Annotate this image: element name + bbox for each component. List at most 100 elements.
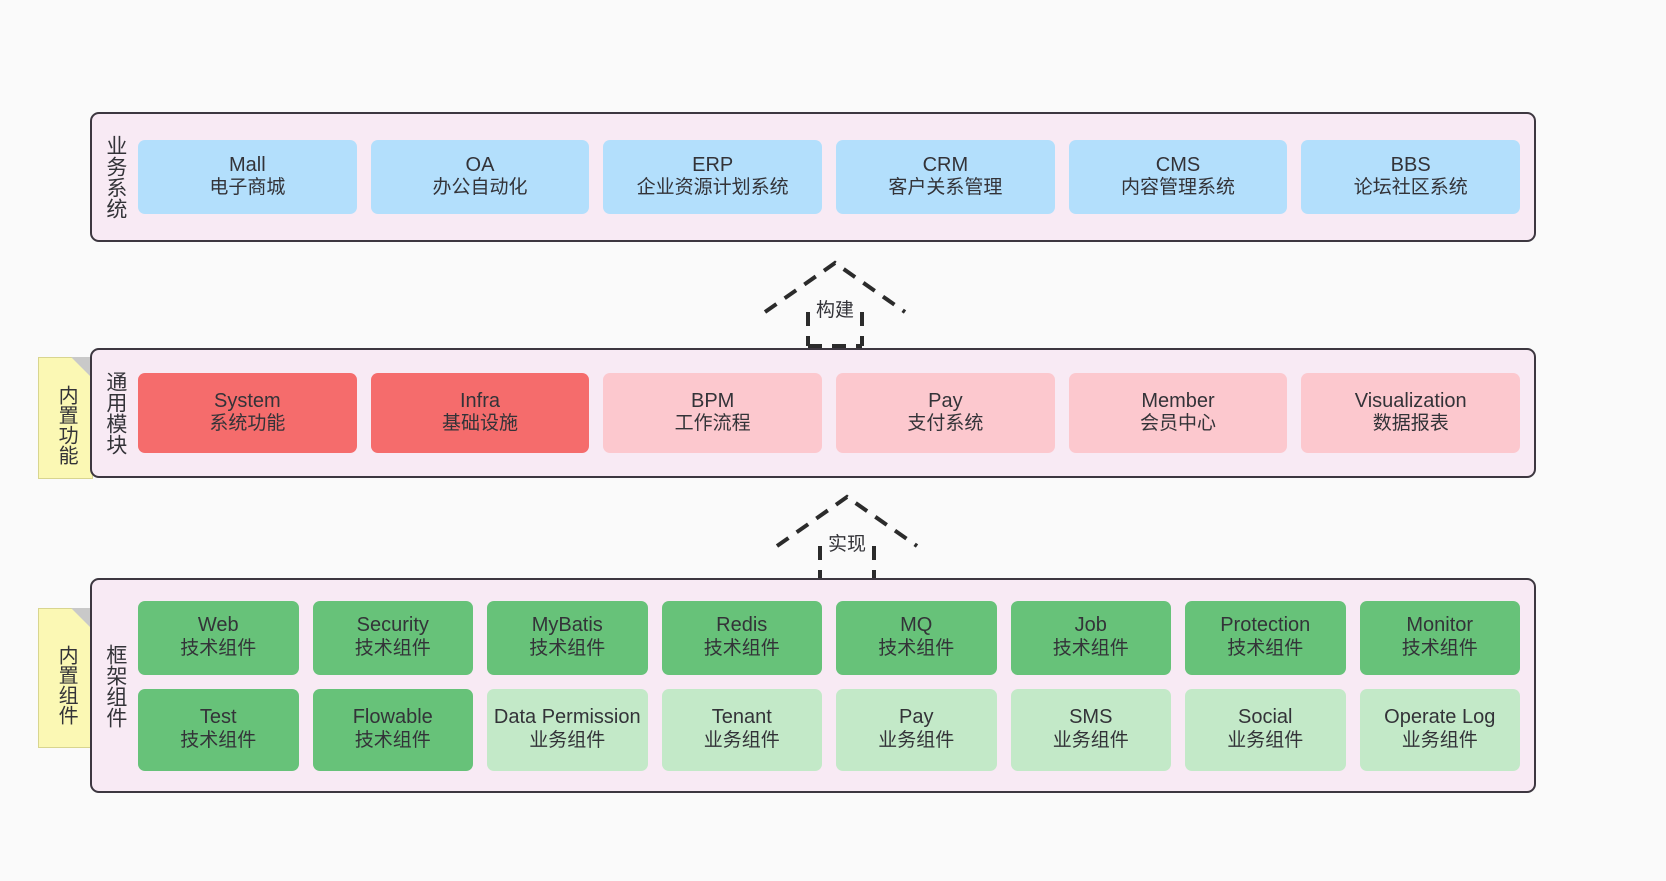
component-subtitle: 业务组件 (878, 729, 955, 751)
component-subtitle: 业务组件 (529, 729, 606, 751)
module-title: Visualization (1354, 389, 1467, 412)
component-subtitle: 技术组件 (354, 729, 431, 751)
module-title: Infra (459, 389, 501, 412)
component-box-monitor[interactable]: Monitor 技术组件 (1359, 600, 1520, 675)
module-title: Member (1141, 389, 1215, 412)
module-subtitle: 会员中心 (1140, 413, 1217, 435)
layer-caption-business-system: 业务系统 (103, 135, 127, 219)
component-box-operate-log[interactable]: Operate Log 业务组件 (1359, 688, 1520, 771)
component-subtitle: 技术组件 (180, 729, 257, 751)
module-box-bbs[interactable]: BBS 论坛社区系统 (1301, 140, 1521, 214)
layer-body-business-system: Mall 电子商城 OA 办公自动化 ERP 企业资源计划系统 CRM 客户关系… (138, 114, 1534, 240)
component-title: Operate Log (1384, 706, 1496, 729)
component-box-tenant[interactable]: Tenant 业务组件 (661, 688, 822, 771)
sticky-note-builtin-function: 内置功能 (38, 357, 93, 479)
module-subtitle: 支付系统 (907, 413, 984, 435)
component-box-data-permission[interactable]: Data Permission 业务组件 (487, 688, 648, 771)
module-title: CRM (922, 153, 969, 176)
component-box-security[interactable]: Security 技术组件 (312, 600, 473, 675)
component-subtitle: 业务组件 (703, 729, 780, 751)
component-box-test[interactable]: Test 技术组件 (138, 688, 299, 771)
layer-body-common-module: System 系统功能 Infra 基础设施 BPM 工作流程 Pay 支付系统… (138, 350, 1534, 476)
component-box-protection[interactable]: Protection 技术组件 (1185, 600, 1346, 675)
component-title: Monitor (1406, 614, 1474, 637)
component-title: Web (197, 614, 239, 637)
component-subtitle: 技术组件 (529, 637, 606, 659)
component-title: Job (1074, 614, 1107, 637)
component-subtitle: 技术组件 (1401, 637, 1478, 659)
module-box-cms[interactable]: CMS 内容管理系统 (1068, 140, 1288, 214)
component-title: Protection (1220, 614, 1311, 637)
component-box-sms[interactable]: SMS 业务组件 (1010, 688, 1171, 771)
component-title: Security (356, 614, 429, 637)
layer-caption-framework-component: 框架组件 (103, 643, 127, 728)
module-title: OA (465, 153, 495, 176)
component-subtitle: 技术组件 (703, 637, 780, 659)
module-title: BBS (1390, 153, 1431, 176)
component-title: Redis (716, 614, 768, 637)
module-box-erp[interactable]: ERP 企业资源计划系统 (603, 140, 823, 214)
module-box-system[interactable]: System 系统功能 (138, 373, 357, 453)
module-box-oa[interactable]: OA 办公自动化 (370, 140, 590, 214)
layer-framework-component: 框架组件 Web 技术组件 Security 技术组件 MyBatis 技术组件… (90, 578, 1536, 793)
module-box-infra[interactable]: Infra 基础设施 (370, 373, 590, 453)
row: Mall 电子商城 OA 办公自动化 ERP 企业资源计划系统 CRM 客户关系… (138, 140, 1521, 214)
module-subtitle: 内容管理系统 (1121, 177, 1236, 199)
component-box-redis[interactable]: Redis 技术组件 (661, 600, 822, 675)
component-title: Flowable (352, 706, 433, 729)
component-title: Data Permission (493, 706, 641, 729)
module-box-member[interactable]: Member 会员中心 (1068, 373, 1288, 453)
component-title: MyBatis (531, 614, 603, 637)
module-title: BPM (691, 389, 735, 412)
module-title: System (213, 389, 281, 412)
connector-label-build: 构建 (816, 300, 855, 321)
component-subtitle: 技术组件 (1052, 637, 1129, 659)
component-subtitle: 技术组件 (354, 637, 431, 659)
component-subtitle: 业务组件 (1052, 729, 1129, 751)
sticky-note-label: 内置组件 (55, 645, 78, 725)
component-subtitle: 业务组件 (1227, 729, 1304, 751)
module-title: Mall (229, 153, 266, 176)
component-title: Test (199, 706, 237, 729)
connector-label-implement: 实现 (828, 534, 867, 555)
module-subtitle: 工作流程 (674, 413, 751, 435)
module-title: CMS (1155, 153, 1201, 176)
module-subtitle: 办公自动化 (432, 177, 528, 199)
module-subtitle: 基础设施 (442, 413, 519, 435)
connector-build: 构建 (760, 258, 910, 348)
component-box-pay[interactable]: Pay 业务组件 (836, 688, 997, 771)
sticky-note-label: 内置功能 (55, 385, 78, 465)
module-subtitle: 客户关系管理 (888, 177, 1003, 199)
module-subtitle: 系统功能 (209, 413, 286, 435)
layer-business-system: 业务系统 Mall 电子商城 OA 办公自动化 ERP 企业资源计划系统 CRM… (90, 112, 1536, 242)
component-box-social[interactable]: Social 业务组件 (1185, 688, 1346, 771)
folded-corner-icon (71, 608, 93, 630)
module-box-pay[interactable]: Pay 支付系统 (836, 373, 1055, 453)
component-title: Social (1238, 706, 1293, 729)
component-box-job[interactable]: Job 技术组件 (1010, 600, 1171, 675)
component-title: MQ (900, 614, 933, 637)
module-box-bpm[interactable]: BPM 工作流程 (603, 373, 823, 453)
row: Web 技术组件 Security 技术组件 MyBatis 技术组件 Redi… (138, 600, 1520, 675)
component-title: SMS (1069, 706, 1113, 729)
module-box-visualization[interactable]: Visualization 数据报表 (1301, 373, 1521, 453)
row: System 系统功能 Infra 基础设施 BPM 工作流程 Pay 支付系统… (138, 373, 1521, 453)
component-subtitle: 业务组件 (1401, 729, 1478, 751)
module-title: Pay (928, 389, 963, 412)
layer-caption-common-module: 通用模块 (103, 371, 127, 455)
module-title: ERP (692, 153, 734, 176)
module-box-crm[interactable]: CRM 客户关系管理 (836, 140, 1055, 214)
component-subtitle: 技术组件 (1227, 637, 1304, 659)
component-subtitle: 技术组件 (180, 637, 257, 659)
layer-common-module: 通用模块 System 系统功能 Infra 基础设施 BPM 工作流程 Pay… (90, 348, 1536, 478)
dashed-arrow-up-icon (763, 260, 907, 348)
folded-corner-icon (71, 357, 93, 379)
module-box-mall[interactable]: Mall 电子商城 (138, 140, 357, 214)
module-subtitle: 电子商城 (209, 177, 286, 199)
component-box-mq[interactable]: MQ 技术组件 (836, 600, 997, 675)
component-box-mybatis[interactable]: MyBatis 技术组件 (487, 600, 648, 675)
row: Test 技术组件 Flowable 技术组件 Data Permission … (138, 688, 1520, 771)
component-box-web[interactable]: Web 技术组件 (138, 600, 299, 675)
component-box-flowable[interactable]: Flowable 技术组件 (312, 688, 473, 771)
